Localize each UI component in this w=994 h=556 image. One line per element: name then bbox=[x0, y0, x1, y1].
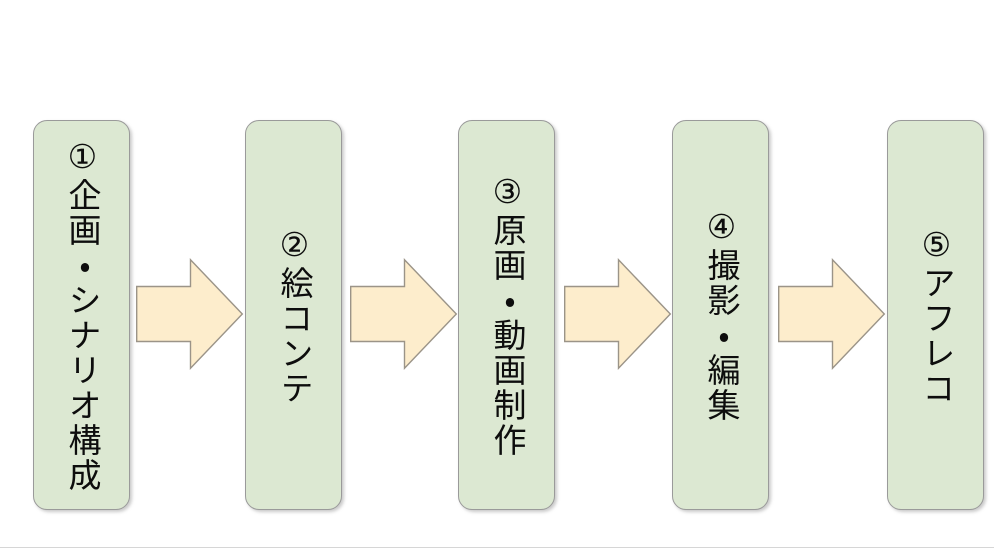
process-step-3[interactable]: ③原画・動画制作 bbox=[458, 120, 555, 510]
process-step-1[interactable]: ①企画・シナリオ構成 bbox=[33, 120, 130, 510]
flow-arrow-1-to-2-icon bbox=[136, 258, 244, 370]
flow-arrow-2-to-3-icon bbox=[350, 258, 458, 370]
process-step-4[interactable]: ④撮影・編集 bbox=[672, 120, 769, 510]
process-step-4-label: ④撮影・編集 bbox=[701, 207, 741, 423]
process-step-5-label: ⑤アフレコ bbox=[916, 224, 956, 406]
process-step-2-label: ②絵コンテ bbox=[274, 224, 314, 406]
process-step-3-label: ③原画・動画制作 bbox=[487, 172, 527, 458]
process-step-1-label: ①企画・シナリオ構成 bbox=[62, 137, 102, 493]
bottom-divider bbox=[0, 547, 994, 548]
flow-arrow-3-to-4-icon bbox=[564, 258, 672, 370]
process-step-5[interactable]: ⑤アフレコ bbox=[887, 120, 984, 510]
process-step-2[interactable]: ②絵コンテ bbox=[245, 120, 342, 510]
flow-arrow-4-to-5-icon bbox=[778, 258, 886, 370]
